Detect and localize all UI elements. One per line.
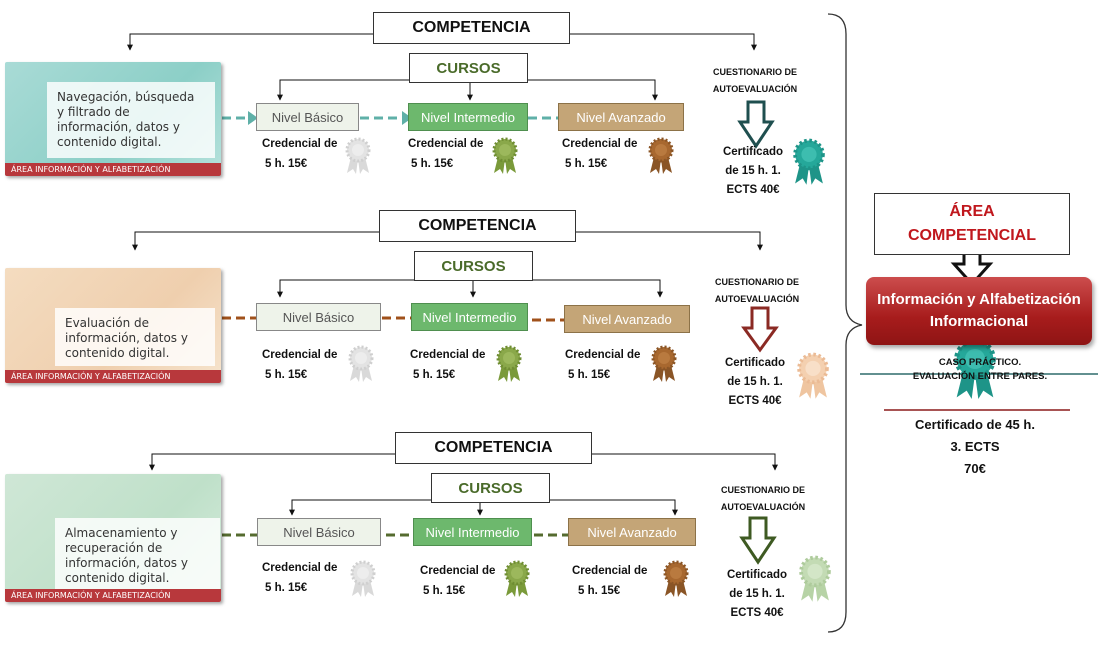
cursos-box-2: CURSOS bbox=[414, 251, 533, 281]
caso-practico-label: CASO PRÁCTICO. EVALUACIÓN ENTRE PARES. bbox=[912, 357, 1048, 382]
thumbnail-footer: ÁREA INFORMACIÓN Y ALFABETIZACIÓN INFORM… bbox=[5, 163, 221, 176]
competence-thumbnail-2: Evaluación de información, datos y conte… bbox=[5, 268, 221, 383]
ribbon-medal-green-icon bbox=[504, 560, 530, 597]
cursos-box-3: CURSOS bbox=[431, 473, 550, 503]
ribbon-medal-peach-icon bbox=[797, 352, 829, 399]
level-intermediate-3: Nivel Intermedio bbox=[413, 518, 532, 546]
ribbon-medal-gray-icon bbox=[348, 345, 374, 382]
ribbon-medal-brown-icon bbox=[651, 345, 677, 382]
level-advanced-2: Nivel Avanzado bbox=[564, 305, 690, 333]
final-certificate-label: Certificado de 45 h. 3. ECTS 70€ bbox=[915, 417, 1035, 476]
thumbnail-footer: ÁREA INFORMACIÓN Y ALFABETIZACIÓN INFORM… bbox=[5, 370, 221, 383]
competencia-box-2: COMPETENCIA bbox=[379, 210, 576, 242]
cursos-box-1: CURSOS bbox=[409, 53, 528, 83]
competence-thumbnail-3: Almacenamiento y recuperación de informa… bbox=[5, 474, 221, 602]
competence-thumbnail-1: Navegación, búsqueda y filtrado de infor… bbox=[5, 62, 221, 176]
ribbon-medal-green-icon bbox=[496, 345, 522, 382]
competencia-box-3: COMPETENCIA bbox=[395, 432, 592, 464]
ribbon-medal-teal-icon bbox=[793, 138, 825, 185]
ribbon-medal-gray-icon bbox=[345, 137, 371, 174]
competencia-box-1: COMPETENCIA bbox=[373, 12, 570, 44]
ribbon-medal-green-icon bbox=[492, 137, 518, 174]
thumbnail-text: Navegación, búsqueda y filtrado de infor… bbox=[47, 82, 215, 158]
level-advanced-1: Nivel Avanzado bbox=[558, 103, 684, 131]
level-intermediate-1: Nivel Intermedio bbox=[408, 103, 528, 131]
level-intermediate-2: Nivel Intermedio bbox=[411, 303, 528, 331]
thumbnail-text: Evaluación de información, datos y conte… bbox=[55, 308, 215, 366]
area-competencial-box: ÁREA COMPETENCIAL bbox=[874, 193, 1070, 255]
thumbnail-text: Almacenamiento y recuperación de informa… bbox=[55, 518, 220, 590]
level-basic-1: Nivel Básico bbox=[256, 103, 359, 131]
level-advanced-3: Nivel Avanzado bbox=[568, 518, 696, 546]
thumbnail-footer: ÁREA INFORMACIÓN Y ALFABETIZACIÓN INFORM… bbox=[5, 589, 221, 602]
ribbon-medal-sage-icon bbox=[799, 555, 831, 602]
area-title-banner: Información y Alfabetización Informacion… bbox=[866, 277, 1092, 345]
level-basic-3: Nivel Básico bbox=[257, 518, 381, 546]
ribbon-medal-gray-icon bbox=[350, 560, 376, 597]
level-basic-2: Nivel Básico bbox=[256, 303, 381, 331]
ribbon-medal-brown-icon bbox=[648, 137, 674, 174]
ribbon-medal-teal-icon bbox=[954, 338, 996, 399]
ribbon-medal-brown-icon bbox=[663, 560, 689, 597]
